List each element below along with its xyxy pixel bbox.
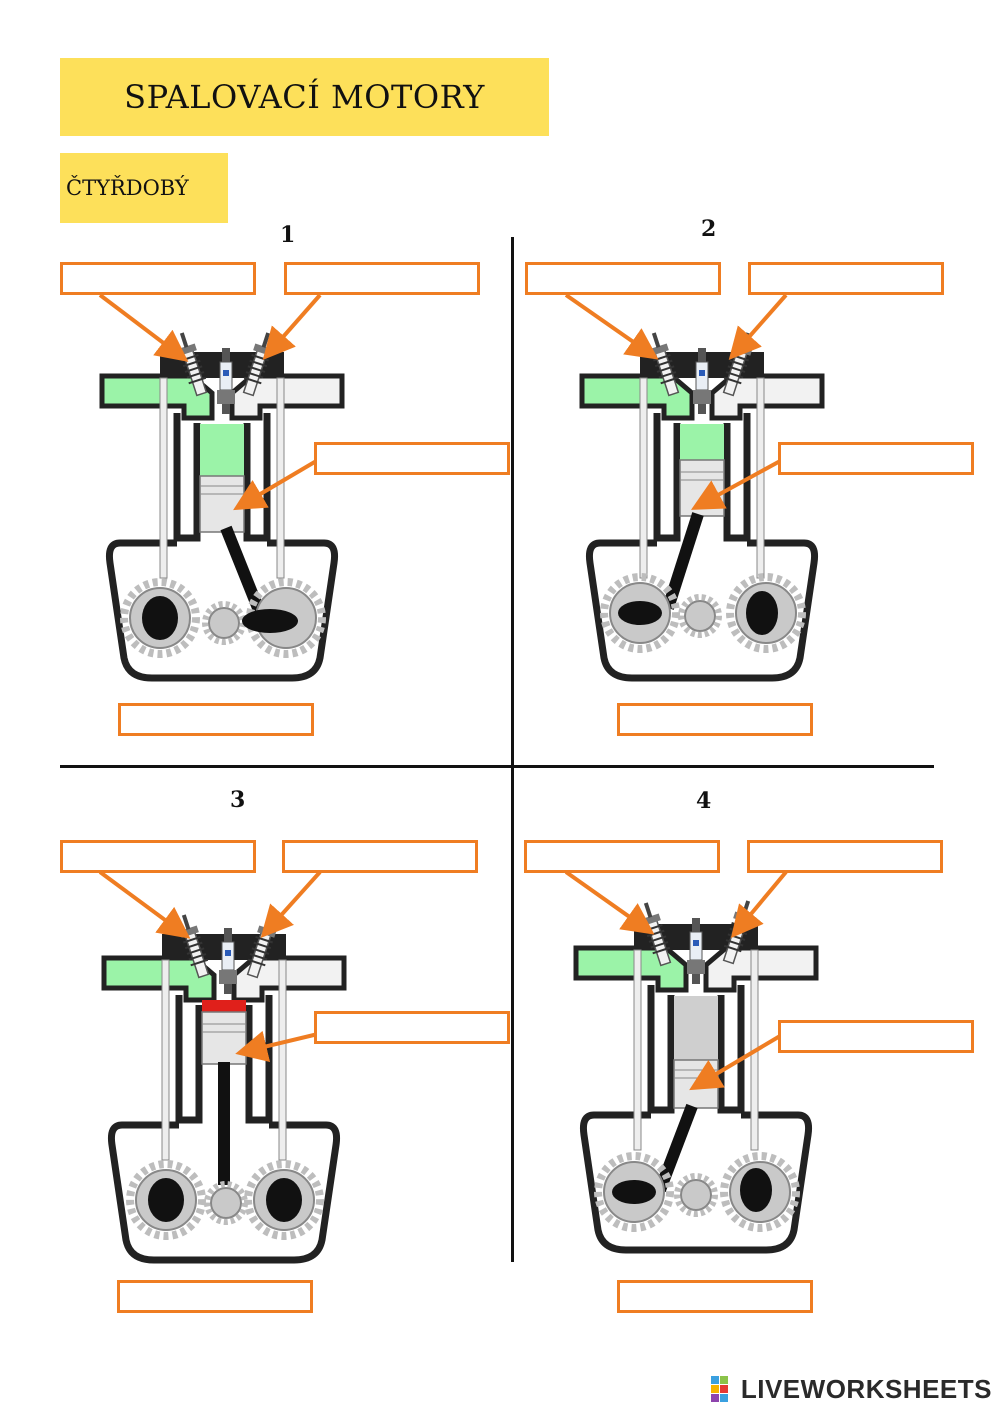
panel-number-3: 3 (230, 787, 246, 813)
answer-input-4-left[interactable] (524, 840, 720, 873)
answer-input-3-right[interactable] (282, 840, 478, 873)
brand-name: LIVEWORKSHEETS (740, 1374, 992, 1404)
answer-input-4-stroke[interactable] (617, 1280, 813, 1313)
page-subtitle: ČTYŘDOBÝ (66, 176, 189, 200)
answer-input-4-right[interactable] (747, 840, 943, 873)
answer-input-3-left[interactable] (60, 840, 256, 873)
answer-input-4-piston[interactable] (778, 1020, 974, 1053)
panel-number-4: 4 (696, 788, 712, 814)
answer-input-2-right[interactable] (748, 262, 944, 295)
answer-input-1-right[interactable] (284, 262, 480, 295)
answer-input-2-left[interactable] (525, 262, 721, 295)
answer-input-1-stroke[interactable] (118, 703, 314, 736)
answer-input-3-piston[interactable] (314, 1011, 510, 1044)
answer-input-3-stroke[interactable] (117, 1280, 313, 1313)
answer-input-2-piston[interactable] (778, 442, 974, 475)
liveworksheets-icon (710, 1375, 728, 1402)
panel-number-1: 1 (280, 222, 296, 248)
subtitle-banner: ČTYŘDOBÝ (60, 153, 228, 223)
answer-input-2-stroke[interactable] (617, 703, 813, 736)
title-banner: SPALOVACÍ MOTORY (60, 58, 549, 136)
horizontal-divider (60, 765, 934, 768)
answer-input-1-piston[interactable] (314, 442, 510, 475)
answer-input-1-left[interactable] (60, 262, 256, 295)
vertical-divider (511, 237, 514, 1262)
liveworksheets-logo[interactable]: LIVEWORKSHEETS (710, 1374, 992, 1405)
page-title: SPALOVACÍ MOTORY (124, 78, 485, 116)
panel-number-2: 2 (701, 216, 717, 242)
